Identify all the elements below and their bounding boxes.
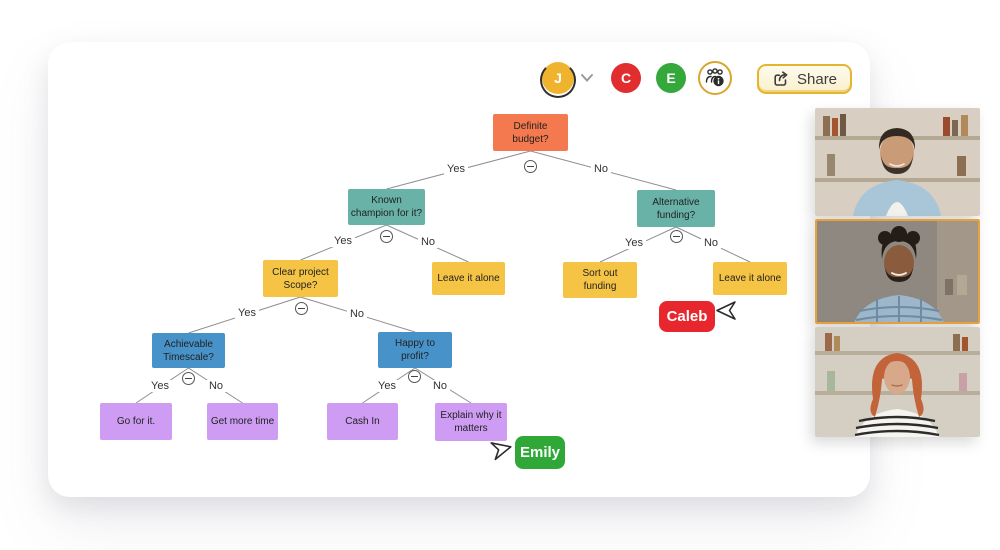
tree-node-alternative-funding[interactable]: Alternative funding? [637, 190, 715, 227]
tree-node-get-more-time[interactable]: Get more time [207, 403, 278, 440]
edge-label-no: No [417, 236, 439, 248]
edge-label-yes: Yes [622, 237, 646, 249]
chevron-down-icon[interactable] [580, 73, 594, 83]
participant-avatar-initial: C [620, 70, 632, 86]
edge-label-yes: Yes [444, 163, 468, 175]
tree-node-clear-project-scope[interactable]: Clear project Scope? [263, 260, 338, 297]
tree-node-cash-in[interactable]: Cash In [327, 403, 398, 440]
woman-red-hair-illustration [815, 327, 980, 437]
edge-label-yes: Yes [148, 380, 172, 392]
edge-label-no: No [429, 380, 451, 392]
tree-node-known-champion[interactable]: Known champion for it? [348, 189, 425, 225]
tree-node-sort-out-funding[interactable]: Sort out funding [563, 262, 637, 298]
man-curly-hair-illustration [817, 221, 978, 322]
participant-video-1[interactable] [815, 108, 980, 216]
tree-node-definite-budget[interactable]: Definite budget? [493, 114, 568, 151]
share-icon [774, 71, 788, 86]
collapse-icon[interactable] [524, 160, 537, 173]
cursor-label-emily: Emily [515, 436, 565, 469]
tree-node-achievable-timescale[interactable]: Achievable Timescale? [152, 333, 225, 368]
edge-label-no: No [590, 163, 612, 175]
tree-node-leave-it-alone-right[interactable]: Leave it alone [713, 262, 787, 295]
edge-label-yes: Yes [375, 380, 399, 392]
edge-label-yes: Yes [235, 307, 259, 319]
collapse-icon[interactable] [380, 230, 393, 243]
cursor-name: Emily [519, 444, 561, 461]
user-avatar-initial: J [554, 70, 562, 86]
emily-cursor-icon [490, 442, 512, 461]
tree-node-go-for-it[interactable]: Go for it. [100, 403, 172, 440]
edge-label-yes: Yes [331, 235, 355, 247]
collapse-icon[interactable] [182, 372, 195, 385]
man-with-beard-illustration [815, 108, 980, 216]
tree-node-happy-to-profit[interactable]: Happy to profit? [378, 332, 452, 368]
participant-video-2-active[interactable] [815, 219, 980, 324]
participants-info-icon[interactable] [698, 61, 732, 95]
collapse-icon[interactable] [295, 302, 308, 315]
edge-label-no: No [346, 308, 368, 320]
participant-video-3[interactable] [815, 327, 980, 437]
cursor-label-caleb: Caleb [659, 301, 715, 332]
participant-avatar-e[interactable]: E [656, 63, 686, 93]
edge-label-no: No [205, 380, 227, 392]
participant-avatar-c[interactable]: C [611, 63, 641, 93]
user-avatar[interactable]: J [540, 62, 576, 98]
collapse-icon[interactable] [408, 370, 421, 383]
edge-label-no: No [700, 237, 722, 249]
participant-avatar-initial: E [666, 70, 676, 86]
tree-node-explain-why-it-matters[interactable]: Explain why it matters [435, 403, 507, 441]
collapse-icon[interactable] [670, 230, 683, 243]
share-button-label: Share [797, 70, 838, 88]
share-button[interactable]: Share [757, 64, 853, 94]
cursor-name: Caleb [666, 308, 708, 325]
caleb-cursor-icon [716, 301, 736, 320]
tree-node-leave-it-alone-left[interactable]: Leave it alone [432, 262, 505, 295]
